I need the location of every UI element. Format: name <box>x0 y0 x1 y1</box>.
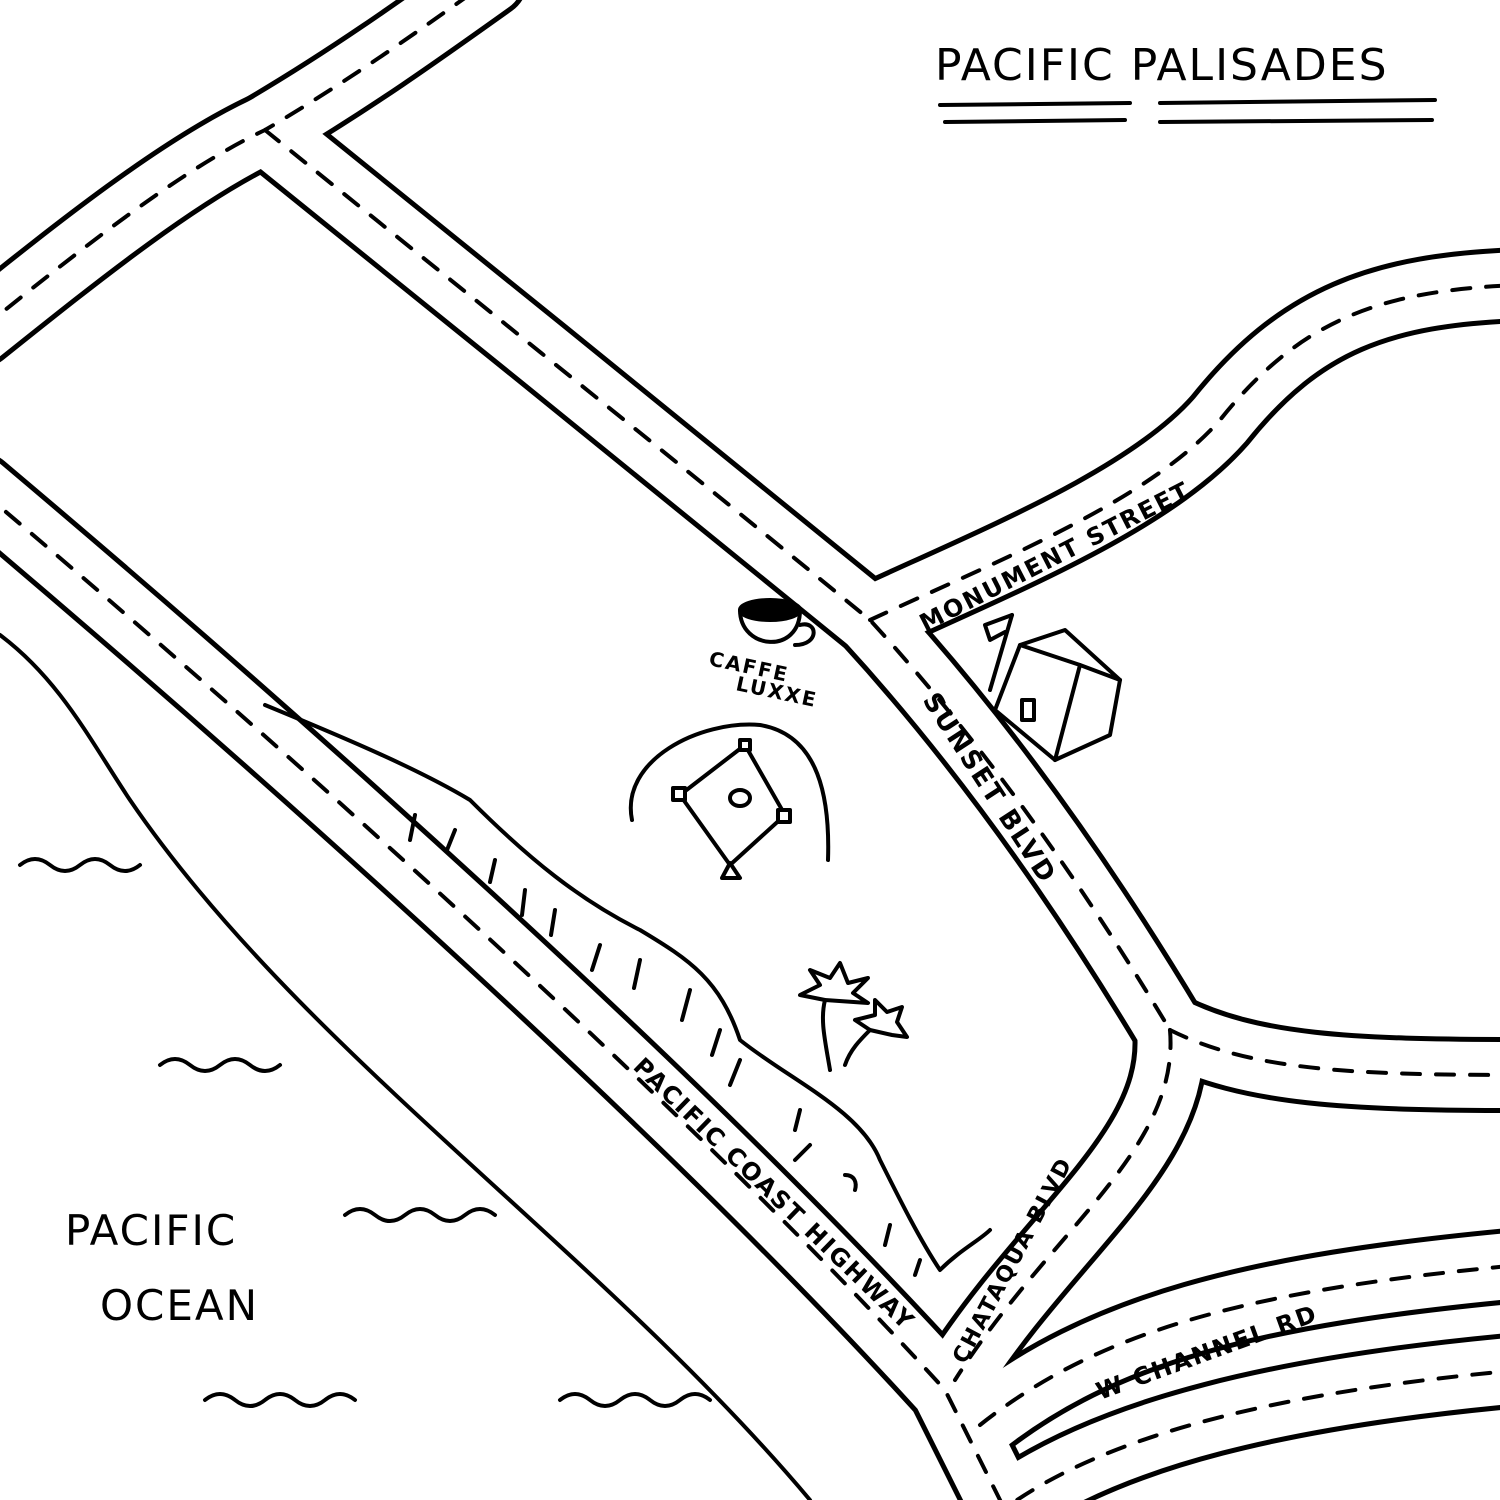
water-label-line1: PACIFIC <box>65 1206 237 1255</box>
ocean-waves <box>18 857 712 1408</box>
title-underline <box>938 98 1437 124</box>
baseball-field-icon <box>628 722 831 880</box>
palm-tree-icon <box>798 961 909 1072</box>
coffee-cup-icon <box>738 598 816 647</box>
coastline <box>0 633 812 1500</box>
cliff-hatching <box>408 813 922 1277</box>
house-with-flag-icon <box>983 613 1122 762</box>
road-label-pacific-coast-highway[interactable]: PACIFIC COAST HIGHWAY <box>628 1052 921 1336</box>
cliff-edge <box>263 703 992 1272</box>
map-title: PACIFIC PALISADES <box>935 40 1389 91</box>
water-label-line2: OCEAN <box>100 1281 259 1330</box>
